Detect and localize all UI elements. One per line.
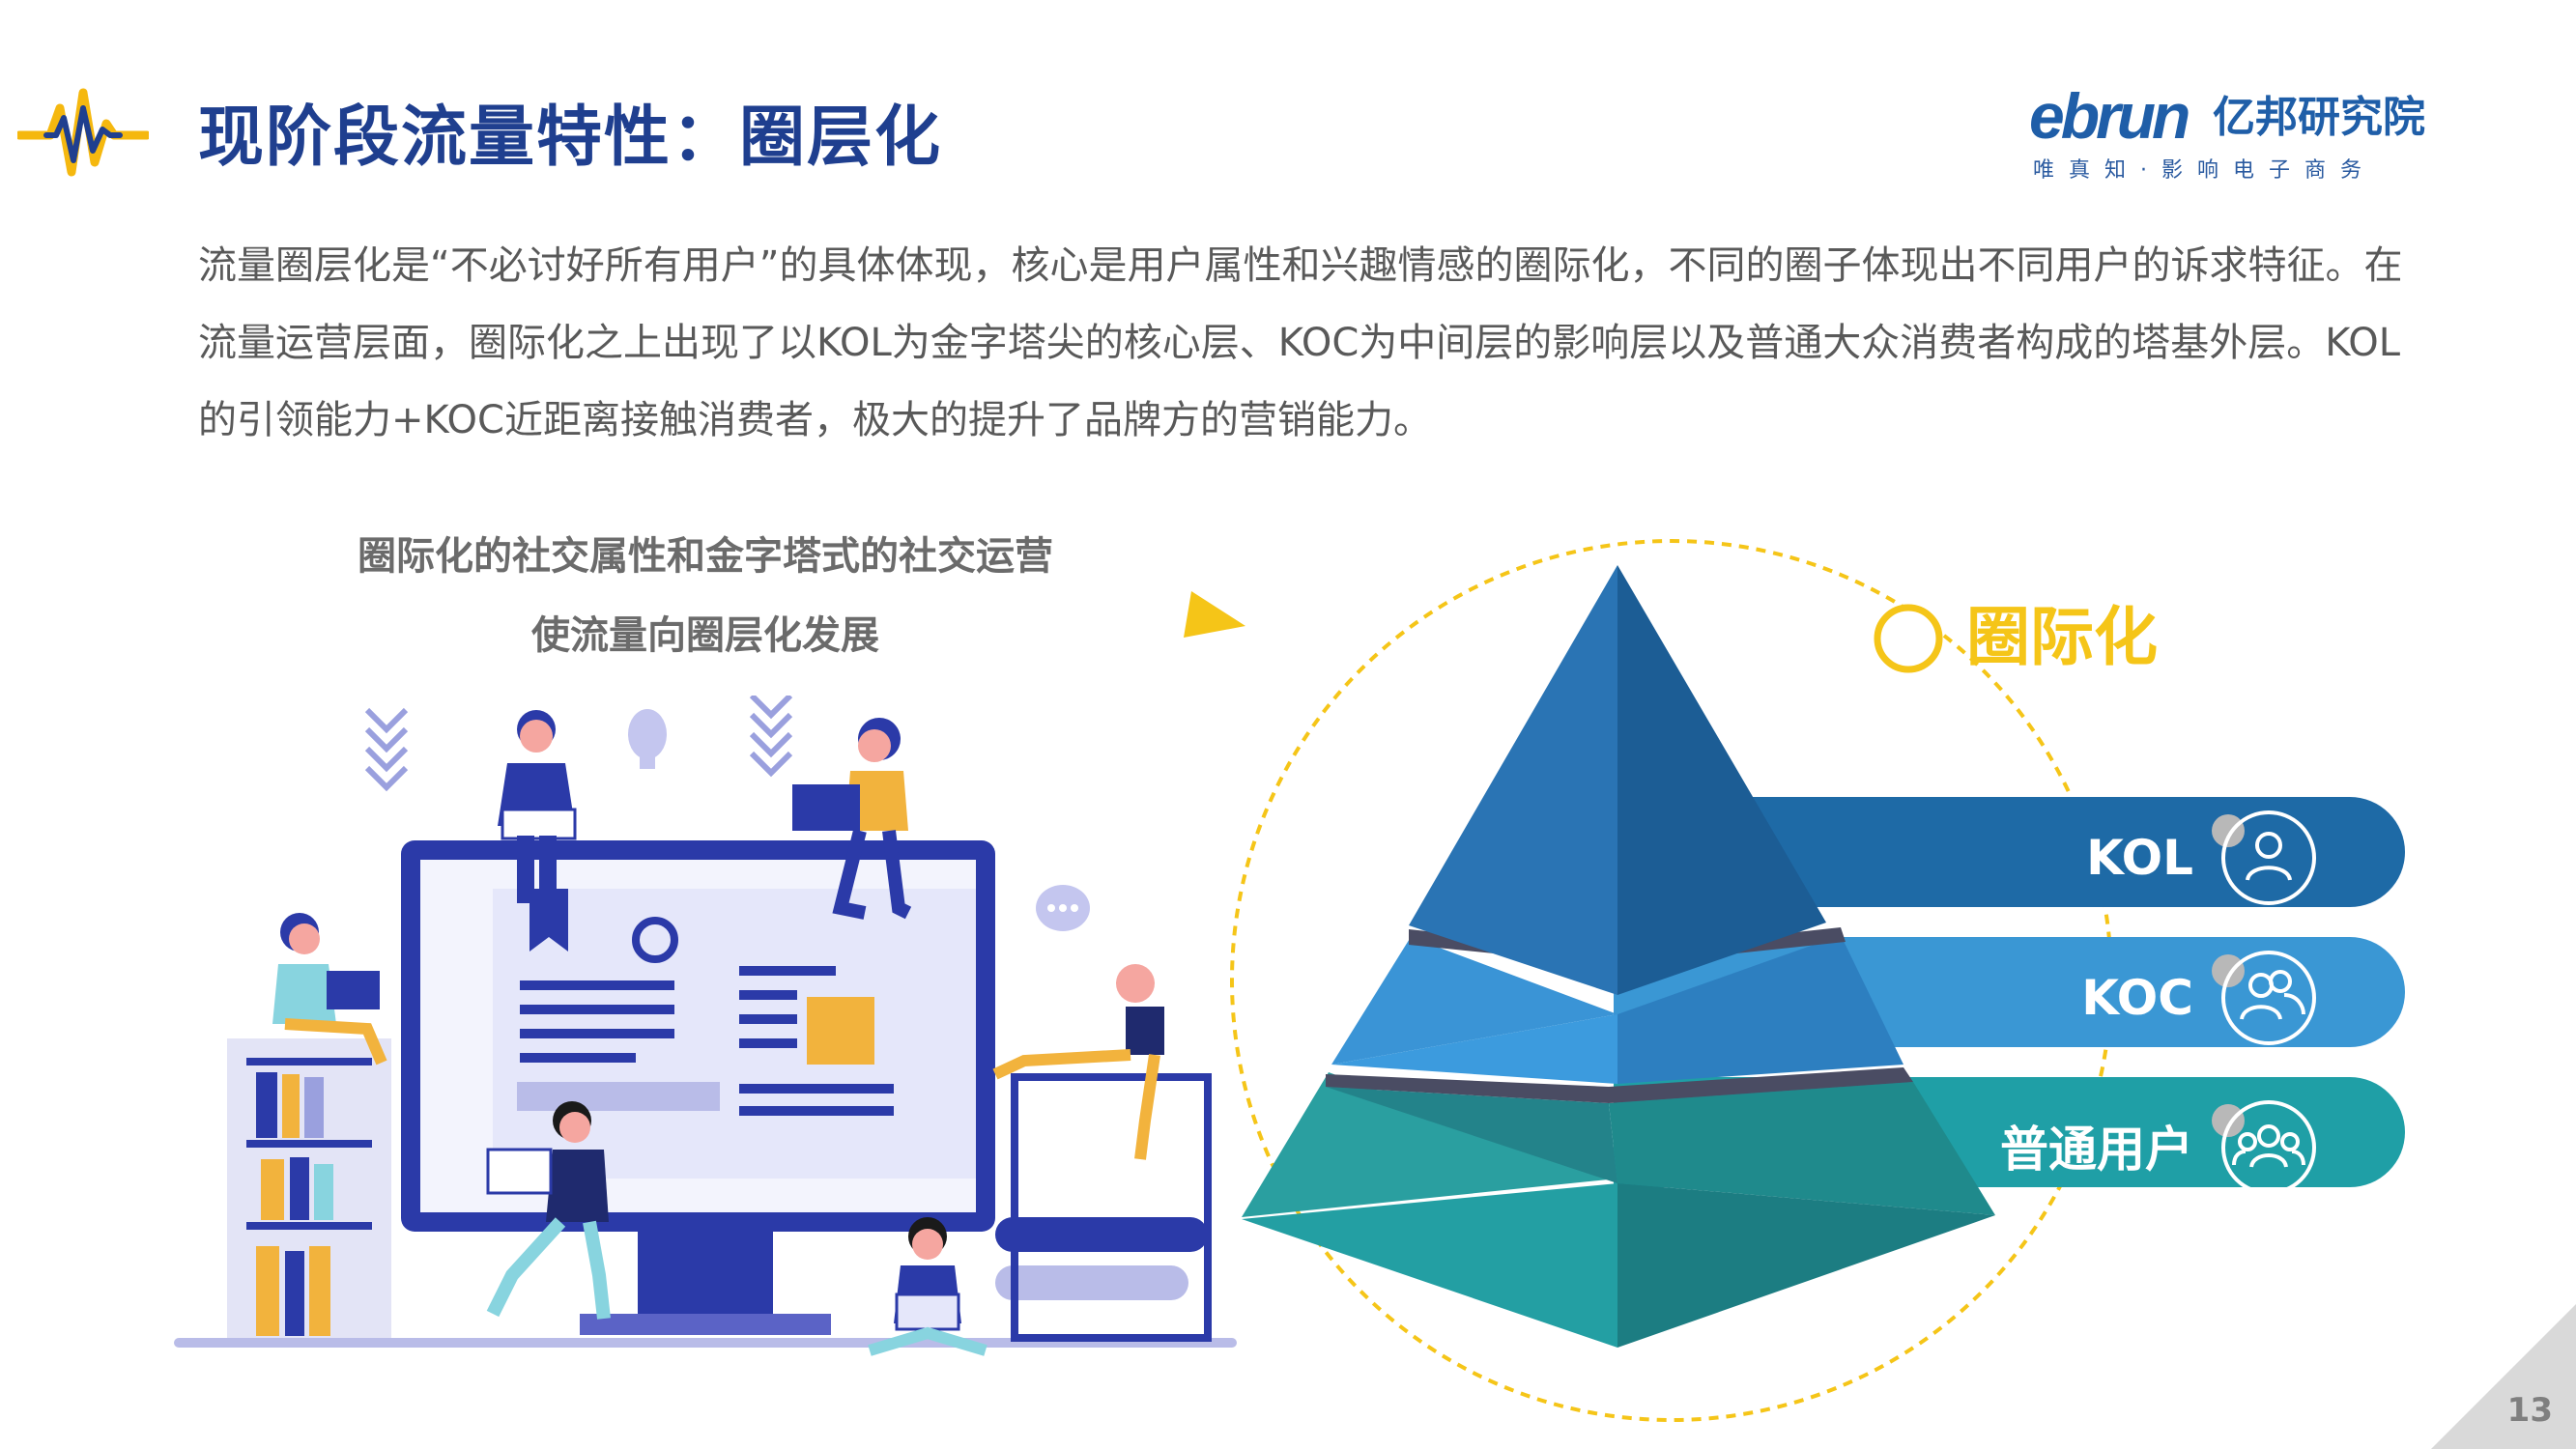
two-people-icon [2221,951,2316,1045]
person-right-sitting [992,964,1164,1160]
person-center-pointing [486,1101,611,1320]
tier-label-koc: KOC [2081,970,2193,1026]
logo-wordmark: ebrun [2029,80,2190,152]
caption-line-1: 圈际化的社交属性和金字塔式的社交运营 [358,534,1053,579]
person-left-laptop [272,913,387,1065]
person-bottom-sitting [868,1217,987,1356]
tier-label-users: 普通用户 [2000,1122,2193,1178]
person-icon [2221,810,2316,905]
logo-tagline: 唯真知·影响电子商务 [2033,158,2376,183]
group-icon [2221,1100,2316,1195]
page-number: 13 [2506,1391,2553,1430]
illustration-caption: 圈际化的社交属性和金字塔式的社交运营 使流量向圈层化发展 [290,517,1121,675]
social-illustration [174,696,1237,1356]
logo-chinese-name: 亿邦研究院 [2213,93,2425,142]
tier-label-kol: KOL [2086,830,2193,886]
arrow-right-icon [1184,591,1245,638]
page-title: 现阶段流量特性：圈层化 [198,99,943,176]
ebrun-logo: ebrun 亿邦研究院 唯真知·影响电子商务 [2029,77,2435,184]
pyramid-diagram [1230,539,2405,1422]
page-corner [2431,1304,2576,1449]
bar-kol [1614,797,2405,907]
pulse-icon [17,88,149,177]
person-top-right [792,718,912,920]
intro-paragraph: 流量圈层化是“不必讨好所有用户”的具体体现，核心是用户属性和兴趣情感的圈际化，不… [198,243,2403,442]
circle-label: 圈际化 [1966,600,2158,674]
caption-line-2: 使流量向圈层化发展 [531,613,879,658]
circle-marker-icon [1874,604,1943,673]
person-top-left [498,710,577,903]
